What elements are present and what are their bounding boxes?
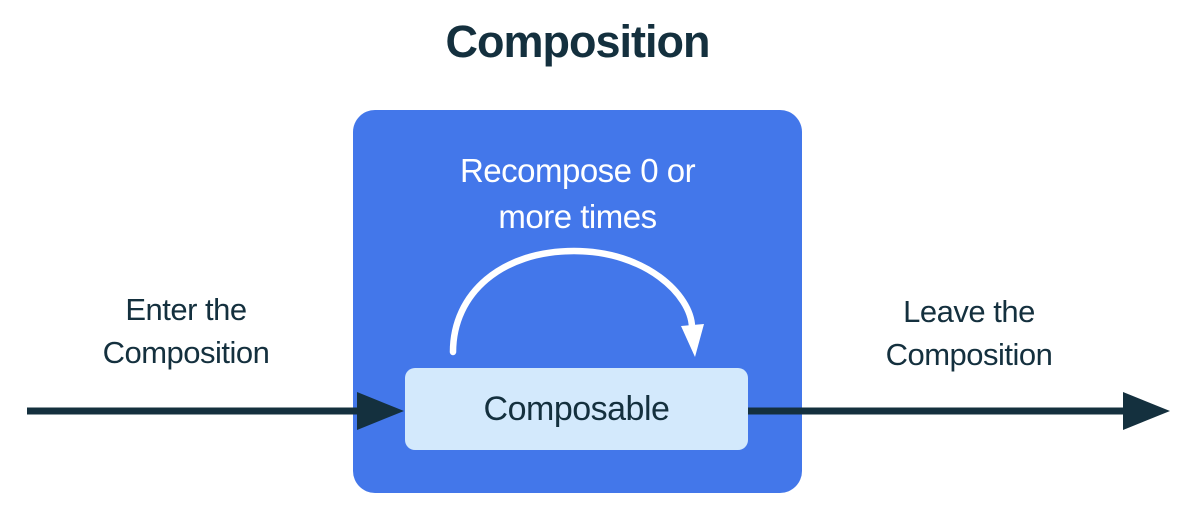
recompose-label: Recompose 0 or more times [459,152,696,235]
leave-composition-label: Leave the Composition [885,294,1053,372]
enter-composition-label: Enter the Composition [102,292,270,370]
enter-flow-arrow-icon [27,392,404,430]
diagram-title: Composition [445,16,711,67]
composable-node: Composable [405,368,748,450]
composable-node-label: Composable [483,389,670,428]
leave-flow-arrow-icon [748,392,1170,430]
